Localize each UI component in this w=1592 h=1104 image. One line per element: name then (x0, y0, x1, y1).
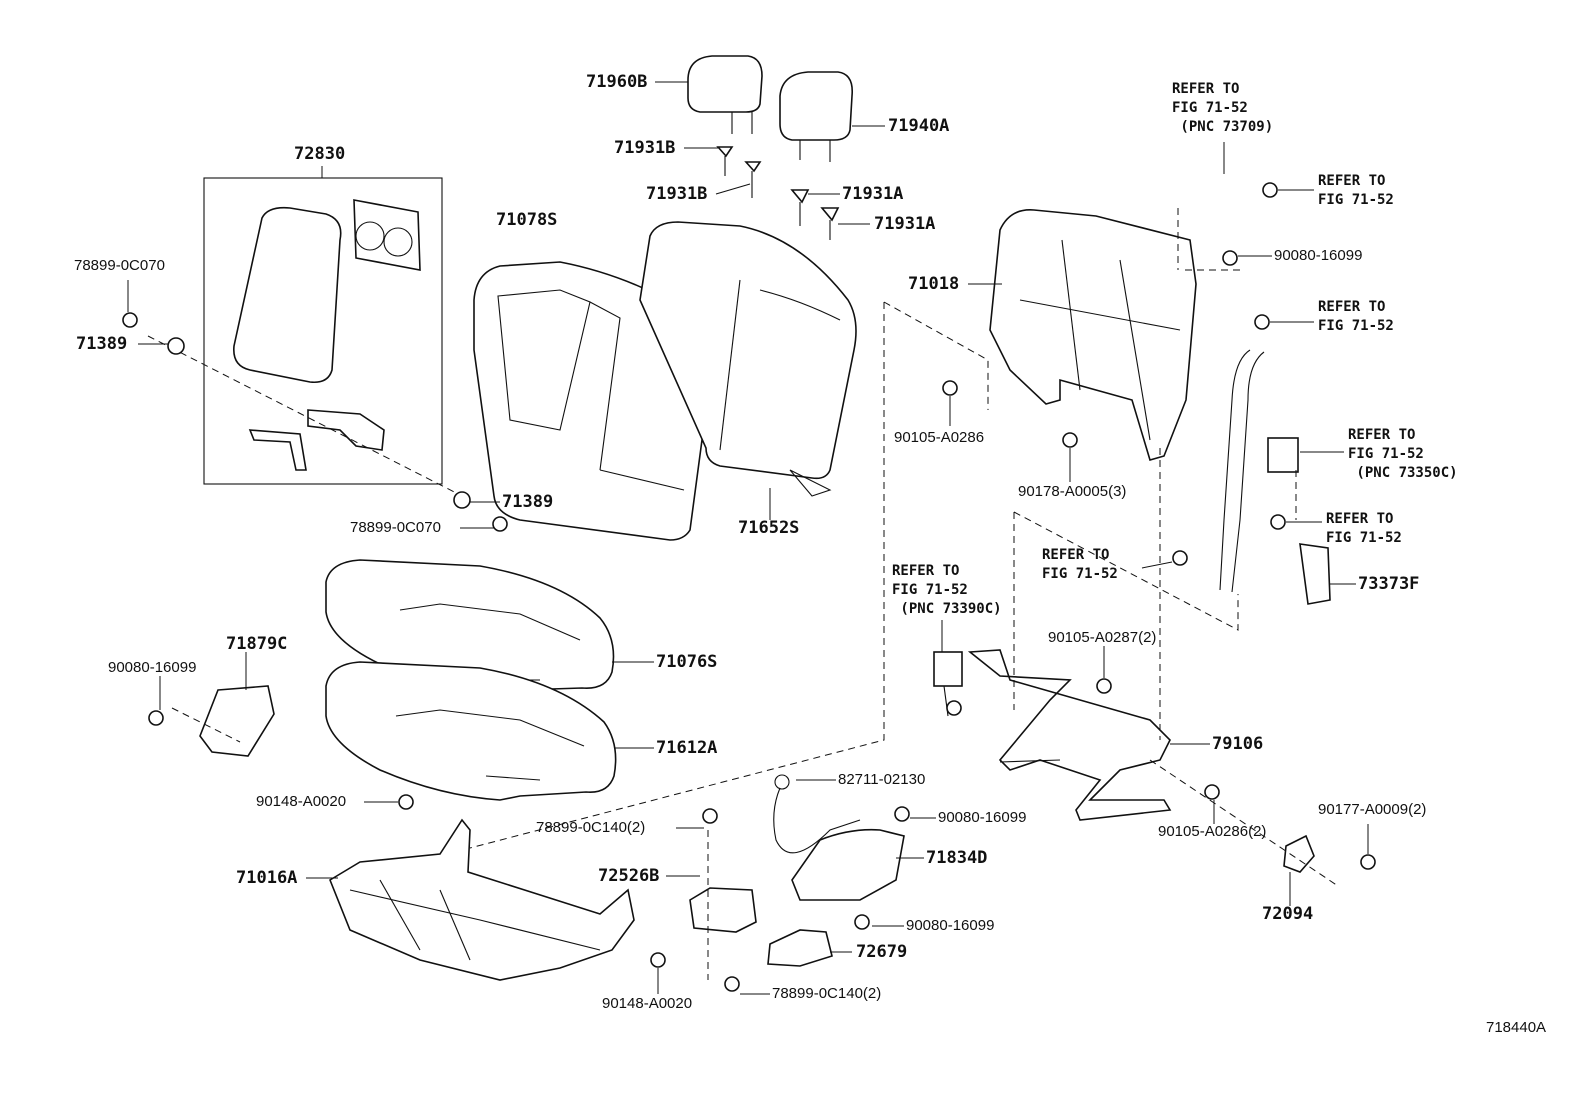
label-90148-A0020-upper[interactable]: 90148-A0020 (256, 793, 347, 810)
label-71076S[interactable]: 71076S (656, 652, 718, 672)
label-90080-16099-mid[interactable]: 90080-16099 (938, 809, 1027, 826)
label-90105-A0287[interactable]: 90105-A0287(2) (1048, 629, 1157, 646)
label-71078S[interactable]: 71078S (496, 210, 558, 230)
label-71940A[interactable]: 71940A (888, 116, 950, 136)
label-72526B[interactable]: 72526B (598, 866, 660, 886)
refer-note-fig-71-52-c[interactable]: REFER TO FIG 71-52 (1326, 511, 1402, 546)
assembly-dashed-lines (147, 208, 1339, 980)
lock-72526B (689, 887, 757, 933)
label-71931A-upper[interactable]: 71931A (842, 184, 904, 204)
label-90080-16099-left[interactable]: 90080-16099 (108, 659, 197, 676)
seatback-71652S (639, 221, 857, 497)
label-71879C[interactable]: 71879C (226, 634, 288, 654)
label-90148-A0020-lower[interactable]: 90148-A0020 (602, 995, 693, 1012)
label-90105-A0286-2[interactable]: 90105-A0286(2) (1158, 823, 1267, 840)
label-71016A[interactable]: 71016A (236, 868, 298, 888)
label-73373F[interactable]: 73373F (1358, 574, 1420, 594)
cover-71879C (199, 685, 275, 757)
label-90080-16099-low[interactable]: 90080-16099 (906, 917, 995, 934)
label-78899-0C070-upper[interactable]: 78899-0C070 (74, 257, 165, 274)
label-71612A[interactable]: 71612A (656, 738, 718, 758)
label-72094[interactable]: 72094 (1262, 904, 1314, 924)
armrest-72830 (203, 177, 443, 485)
label-82711-02130[interactable]: 82711-02130 (838, 771, 926, 788)
refer-note-fig-71-52-a[interactable]: REFER TO FIG 71-52 (1318, 173, 1394, 208)
label-79106[interactable]: 79106 (1212, 734, 1264, 754)
headrest-71960B (687, 55, 763, 134)
refer-note-73390C[interactable]: REFER TO FIG 71-52 (PNC 73390C) (892, 563, 1002, 617)
leader-lines (127, 81, 1369, 995)
cable-82711-02130 (773, 774, 861, 854)
label-71389-upper[interactable]: 71389 (76, 334, 128, 354)
seat-cushion-71612A (325, 661, 617, 801)
fasteners (122, 182, 1376, 992)
seat-belt-73373F (1219, 349, 1331, 605)
label-90178-A0005[interactable]: 90178-A0005(3) (1018, 483, 1127, 500)
label-71960B[interactable]: 71960B (586, 72, 648, 92)
label-71652S[interactable]: 71652S (738, 518, 800, 538)
label-90105-A0286[interactable]: 90105-A0286 (894, 429, 985, 446)
refer-note-fig-71-52-d[interactable]: REFER TO FIG 71-52 (1042, 547, 1118, 582)
label-72679[interactable]: 72679 (856, 942, 908, 962)
label-71018[interactable]: 71018 (908, 274, 960, 294)
label-72830[interactable]: 72830 (294, 144, 346, 164)
refer-note-fig-71-52-b[interactable]: REFER TO FIG 71-52 (1318, 299, 1394, 334)
latch-72094 (1283, 834, 1315, 873)
label-90177-A0009[interactable]: 90177-A0009(2) (1318, 801, 1427, 818)
headrest-guides (716, 146, 840, 240)
label-71931B-upper[interactable]: 71931B (614, 138, 676, 158)
buckle-73390C (933, 651, 963, 717)
label-71389-lower[interactable]: 71389 (502, 492, 554, 512)
label-78899-0C140-upper[interactable]: 78899-0C140(2) (536, 819, 646, 836)
seat-track-79106 (967, 649, 1172, 821)
refer-note-73709[interactable]: REFER TO FIG 71-52 (PNC 73709) (1172, 81, 1274, 135)
headrest-71940A (779, 71, 854, 162)
cover-71834D (791, 828, 905, 901)
label-71834D[interactable]: 71834D (926, 848, 988, 868)
cover-72679 (767, 929, 833, 967)
label-78899-0C140-lower[interactable]: 78899-0C140(2) (772, 985, 882, 1002)
figure-code: 718440A (1486, 1019, 1547, 1036)
seatback-frame-71018 (989, 209, 1197, 461)
label-71931A-lower[interactable]: 71931A (874, 214, 936, 234)
refer-note-73350C[interactable]: REFER TO FIG 71-52 (PNC 73350C) (1348, 427, 1458, 481)
label-90080-16099-top[interactable]: 90080-16099 (1274, 247, 1363, 264)
seat-frame-71016A (329, 818, 635, 981)
label-78899-0C070-lower[interactable]: 78899-0C070 (350, 519, 441, 536)
label-71931B-lower[interactable]: 71931B (646, 184, 708, 204)
